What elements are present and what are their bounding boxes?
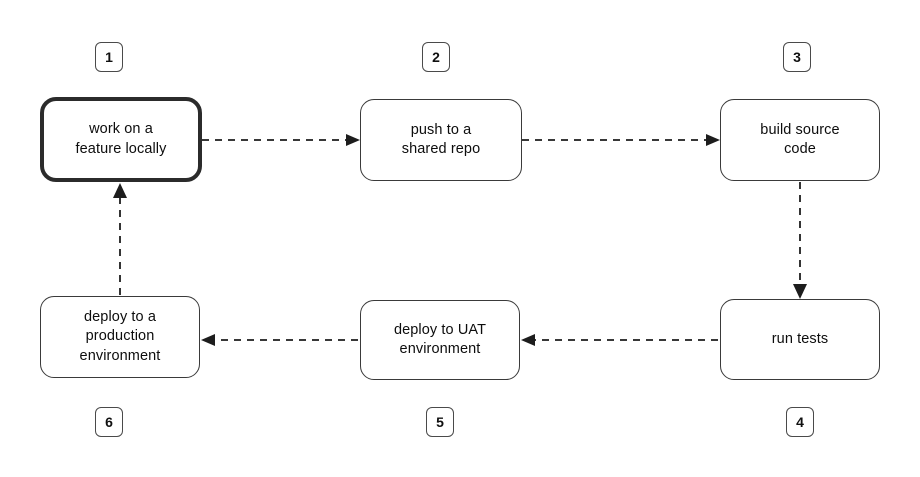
node-build-source-code[interactable]: build source code — [720, 99, 880, 181]
edge-n1-n2 — [202, 134, 360, 146]
badge-label: 4 — [796, 414, 804, 430]
badge-node-3: 3 — [783, 42, 811, 72]
node-deploy-to-production-environment[interactable]: deploy to a production environment — [40, 296, 200, 378]
badge-node-2: 2 — [422, 42, 450, 72]
edge-n6-n1 — [113, 183, 127, 295]
badge-label: 2 — [432, 49, 440, 65]
badge-label: 3 — [793, 49, 801, 65]
badge-node-5: 5 — [426, 407, 454, 437]
node-label: run tests — [771, 330, 829, 347]
badge-label: 5 — [436, 414, 444, 430]
node-label: deploy to UAT environment — [393, 321, 487, 357]
node-run-tests[interactable]: run tests — [720, 299, 880, 380]
badge-label: 1 — [105, 49, 113, 65]
node-work-on-feature-locally[interactable]: work on a feature locally — [40, 97, 202, 182]
edge-n2-n3 — [522, 134, 720, 146]
node-label: build source code — [760, 121, 840, 157]
node-deploy-to-uat-environment[interactable]: deploy to UAT environment — [360, 300, 520, 380]
node-label: push to a shared repo — [401, 121, 481, 157]
badge-node-4: 4 — [786, 407, 814, 437]
node-label: work on a feature locally — [75, 121, 167, 157]
edge-n4-n5 — [521, 334, 718, 346]
badge-node-6: 6 — [95, 407, 123, 437]
node-label: deploy to a production environment — [79, 309, 161, 364]
badge-node-1: 1 — [95, 42, 123, 72]
node-push-to-shared-repo[interactable]: push to a shared repo — [360, 99, 522, 181]
edge-n5-n6 — [201, 334, 358, 346]
badge-label: 6 — [105, 414, 113, 430]
edge-n3-n4 — [793, 182, 807, 299]
